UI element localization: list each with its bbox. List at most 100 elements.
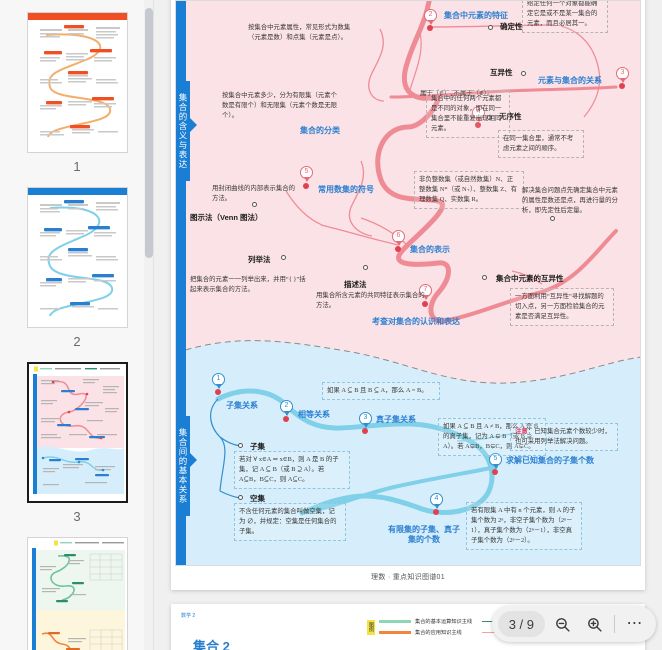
node-badge-b5: 5 — [489, 453, 502, 469]
toolbar-divider — [614, 615, 615, 633]
node-dot-b2 — [283, 416, 289, 422]
note-subset-def: 若对 ∀ x∈A ⇒ x∈B，则 A 是 B 的子集，记 A ⊆ B（或 B ⊇… — [234, 451, 350, 489]
subnode-miaoshufa: 描述法 — [344, 280, 367, 289]
node-dot-b5 — [492, 469, 498, 475]
node-badge-5: 5 — [300, 166, 313, 182]
subnode-ziji: 子集 — [250, 442, 265, 451]
thumbnail-page-2[interactable] — [26, 187, 128, 328]
thumbnail-item-3[interactable]: 3 — [26, 362, 128, 525]
node-dot-3 — [619, 83, 625, 89]
node-badge-4: 4 — [472, 106, 485, 122]
note-classify-by-attribute: 按集合中元素属性，常见形式为数集（元素是数）和点集（元素是点）。 — [248, 24, 351, 41]
more-actions-button[interactable]: ⋯ — [620, 609, 650, 639]
legend-label-1: 集合的应用知识主线 — [415, 630, 462, 636]
note-equal-def: 如果 A ⊆ B 且 B ⊆ A，那么 A = B。 — [322, 382, 440, 400]
attention-prefix: 注意 — [515, 428, 528, 435]
subnode-dot-kongji — [238, 495, 243, 500]
thumbnail-page-4[interactable] — [26, 537, 128, 650]
legend-item-0: 集合的基本运算知识主线 — [379, 618, 472, 625]
viewer-toolbar[interactable]: 3 / 9 ⋯ — [491, 606, 656, 642]
subnode-dot-shuxing — [550, 216, 555, 221]
badge-number: 4 — [476, 108, 481, 115]
subnode-liejufa: 列举法 — [248, 255, 271, 264]
subnode-dot-tushifa — [252, 202, 257, 207]
node-dot-b1 — [215, 389, 221, 395]
badge-number: 7 — [423, 286, 428, 293]
subnode-dot-liejufa — [281, 255, 286, 260]
thumbnail-sidebar[interactable]: 1 — [0, 0, 154, 650]
note-wuxuxing-detail: 在同一集合里，通常不考虑元素之间的顺序。 — [498, 130, 584, 158]
thumbnail-page-3[interactable] — [26, 362, 128, 503]
thumbnail-item-4[interactable] — [26, 537, 128, 650]
thumbnail-number: 1 — [73, 159, 81, 174]
zoom-out-icon — [555, 617, 570, 632]
node-title-7: 考查对集合的认识和表达 — [372, 317, 460, 326]
node-title-b2: 相等关系 — [298, 410, 330, 419]
node-dot-6 — [395, 246, 401, 252]
node-badge-b3: 3 — [359, 412, 372, 428]
section-tab-2: 集合间的基本关系 — [176, 416, 190, 516]
thumbnail-number: 3 — [73, 509, 81, 524]
node-badge-7: 7 — [419, 284, 432, 300]
more-actions-icon: ⋯ — [626, 615, 644, 632]
thumbnail-list: 1 — [0, 0, 154, 650]
sidebar-scrollbar-thumb[interactable] — [145, 8, 153, 258]
note-problem-strategy: 解决集合问题点先确定集合中元素的属性是数还是点，再进行量的分析，即先定性后定量。 — [522, 187, 618, 214]
legend-label-0: 集合的基本运算知识主线 — [415, 619, 473, 625]
zoom-in-button[interactable] — [579, 609, 609, 639]
page4-title: 集合 2 — [193, 639, 230, 650]
document-viewer[interactable]: 集合的含义与表达 集合间的基本关系 2 集合中元素的特征 3 元素与集合的关系 — [154, 0, 662, 650]
subnode-wuxuxing: 无序性 — [499, 112, 522, 121]
note-dingxing-detail: 给定任何一个对象都能确定它是或不是某一集合的元素，而且必居其一。 — [522, 1, 608, 33]
node-title-6: 集合的表示 — [410, 245, 450, 254]
badge-number: 3 — [620, 69, 625, 76]
legend-key-label: 图例 — [367, 619, 375, 635]
page4-corner-tag: 数学 2 — [181, 613, 196, 619]
subnode-dot-huyixing — [521, 71, 526, 76]
mindmap-canvas: 集合的含义与表达 集合间的基本关系 2 集合中元素的特征 3 元素与集合的关系 — [175, 0, 641, 566]
zoom-out-button[interactable] — [547, 609, 577, 639]
note-description-method: 用集合所含元素的共同特征表示集合的方法。 — [316, 292, 425, 309]
note-classify-by-count: 按集合中元素多少，分为有限集（元素个数是有限个）和无限集（元素个数是无限个）。 — [222, 92, 338, 119]
node-badge-b2: 2 — [280, 400, 293, 416]
subnode-dot-huyixing2 — [482, 275, 487, 280]
node-dot-b3 — [362, 428, 368, 434]
attention-text: ：已知集合元素个数较少时，也可采用列举法解决问题。 — [515, 428, 611, 445]
section-tab-1-arrow — [190, 118, 197, 132]
note-huyixing-strategy: 一方面利用“互异性”寻找解题的切入点，另一方面检验集合的元素是否满足互异性。 — [510, 288, 614, 326]
node-title-5: 常用数集的符号 — [318, 185, 374, 194]
node-badge-6: 6 — [392, 230, 405, 246]
badge-number: 5 — [493, 455, 498, 462]
node-title-b3: 真子集关系 — [376, 415, 416, 424]
node-title-b5: 求解已知集合的子集个数 — [506, 456, 594, 465]
subnode-dot-wuxuxing — [487, 115, 492, 120]
subnode-dot-dingxing — [488, 25, 493, 30]
thumbnail-number: 2 — [73, 334, 81, 349]
node-title-2: 集合中元素的特征 — [444, 11, 508, 20]
node-dot-4 — [475, 122, 481, 128]
note-enumeration-method: 把集合的元素一一列举出来，并用“{ }”括起来表示集合的方法。 — [190, 276, 306, 293]
section-tab-1: 集合的含义与表达 — [176, 81, 190, 181]
badge-number: 2 — [428, 11, 433, 18]
section-tab-2-arrow — [190, 453, 197, 467]
legend-swatch-1 — [379, 631, 411, 634]
note-membership: 属于（∈）, 不属于（∉）。 — [420, 90, 494, 97]
badge-number: 2 — [284, 402, 289, 409]
note-venn-method: 用封闭曲线的内部表示集合的方法。 — [212, 185, 296, 202]
thumbnail-page-1[interactable] — [26, 12, 128, 153]
sidebar-scrollbar-track[interactable] — [144, 0, 154, 650]
thumbnail-item-2[interactable]: 2 — [26, 187, 128, 350]
thumbnail-item-1[interactable]: 1 — [26, 12, 128, 175]
node-dot-5 — [303, 183, 309, 189]
subnode-dot-ziji — [238, 443, 243, 448]
legend-swatch-0 — [379, 620, 411, 623]
page-indicator[interactable]: 3 / 9 — [497, 611, 545, 637]
badge-number: 6 — [396, 232, 401, 239]
node-title-b4: 有限集的子集、真子集的个数 — [388, 525, 460, 544]
subnode-huyixing: 互异性 — [490, 68, 513, 77]
node-badge-b1: 1 — [212, 373, 225, 389]
section-tab-2-label: 集合间的基本关系 — [178, 428, 188, 504]
node-title-3: 元素与集合的关系 — [538, 76, 602, 85]
node-badge-3: 3 — [616, 67, 629, 83]
section-tab-1-label: 集合的含义与表达 — [178, 93, 188, 169]
